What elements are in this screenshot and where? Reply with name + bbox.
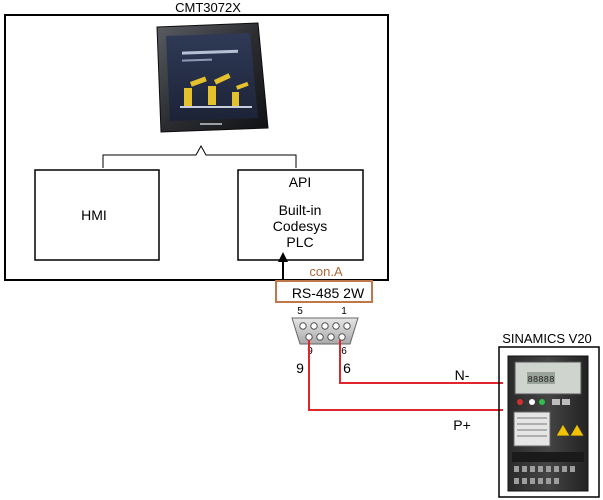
db9-pin-1: 1 bbox=[341, 306, 347, 317]
wire-label-9: 9 bbox=[296, 360, 304, 376]
api-title: API bbox=[289, 174, 312, 190]
cmt3072x-title: CMT3072X bbox=[175, 0, 241, 15]
wire-label-p-plus: P+ bbox=[453, 417, 471, 433]
hmi-box bbox=[34, 169, 160, 261]
cmt3072x-box bbox=[4, 14, 389, 281]
hmi-label: HMI bbox=[81, 207, 107, 223]
connector-type: RS-485 2W bbox=[292, 285, 365, 301]
wire-n-minus bbox=[339, 340, 503, 384]
db9-pin-9: 9 bbox=[307, 346, 313, 357]
wire-p-plus bbox=[308, 340, 503, 411]
sinamics-title: SINAMICS V20 bbox=[502, 331, 592, 346]
connector-name: con.A bbox=[309, 264, 343, 279]
brace-line bbox=[102, 144, 297, 168]
connector-box bbox=[275, 280, 373, 303]
api-box bbox=[237, 169, 364, 261]
drive-display-text: 88888 bbox=[527, 375, 554, 385]
db9-pin-5: 5 bbox=[297, 306, 303, 317]
api-line-codesys: Codesys bbox=[273, 218, 327, 234]
api-line-builtin: Built-in bbox=[279, 202, 322, 218]
api-line-plc: PLC bbox=[286, 234, 313, 250]
db9-connector-icon bbox=[291, 317, 359, 345]
sinamics-drive-image: 88888 bbox=[507, 355, 589, 492]
sinamics-box bbox=[498, 346, 600, 498]
wire-label-6: 6 bbox=[343, 360, 351, 376]
db9-pin-6: 6 bbox=[341, 346, 347, 357]
wire-label-n-minus: N- bbox=[455, 367, 470, 383]
hmi-device-image bbox=[156, 22, 269, 133]
